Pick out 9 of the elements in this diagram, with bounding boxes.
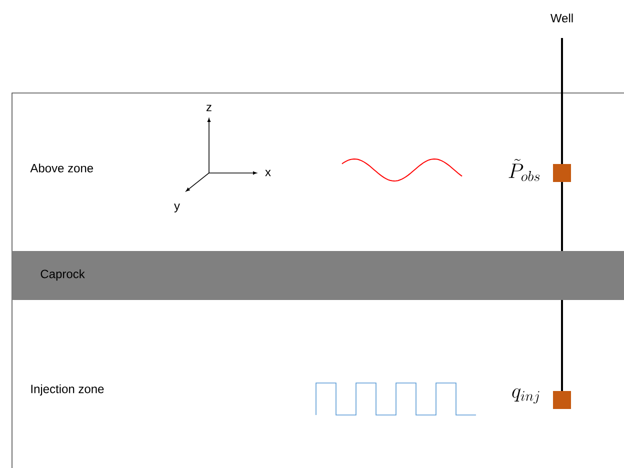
axis-label: x <box>265 170 271 176</box>
axis-label: y <box>174 204 180 212</box>
zone-label: Above zone <box>30 164 94 172</box>
well-label: Well <box>550 14 573 22</box>
axis-label: z <box>206 104 212 112</box>
formula-label: $q_{inj}$ <box>512 388 540 404</box>
zone-label: Injection zone <box>31 384 104 396</box>
caprock-band: Caprock <box>12 251 624 300</box>
formula-label: $\tilde{P}_{obs}$ <box>508 159 540 182</box>
